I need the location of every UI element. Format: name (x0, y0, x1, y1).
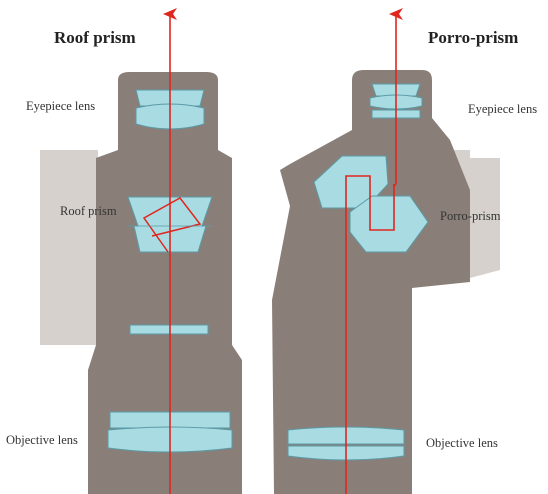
porro-objective-label: Objective lens (426, 436, 498, 450)
porro-light-ray-link (393, 183, 397, 187)
porro-eyepiece-label: Eyepiece lens (468, 102, 538, 116)
roof-focus-lens (129, 324, 209, 335)
porro-prism-binocular (272, 8, 500, 494)
roof-prism-title: Roof prism (54, 28, 136, 47)
roof-objective-label: Objective lens (6, 433, 78, 447)
roof-prism-binocular (40, 8, 242, 494)
roof-body-main (88, 72, 242, 494)
porro-light-ray (345, 175, 395, 494)
roof-eyepiece-label: Eyepiece lens (26, 99, 96, 113)
roof-prism-label: Roof prism (60, 204, 117, 218)
porro-prism-title: Porro-prism (428, 28, 519, 47)
porro-prism-label: Porro-prism (440, 209, 501, 223)
roof-prism-light-path (142, 197, 202, 253)
